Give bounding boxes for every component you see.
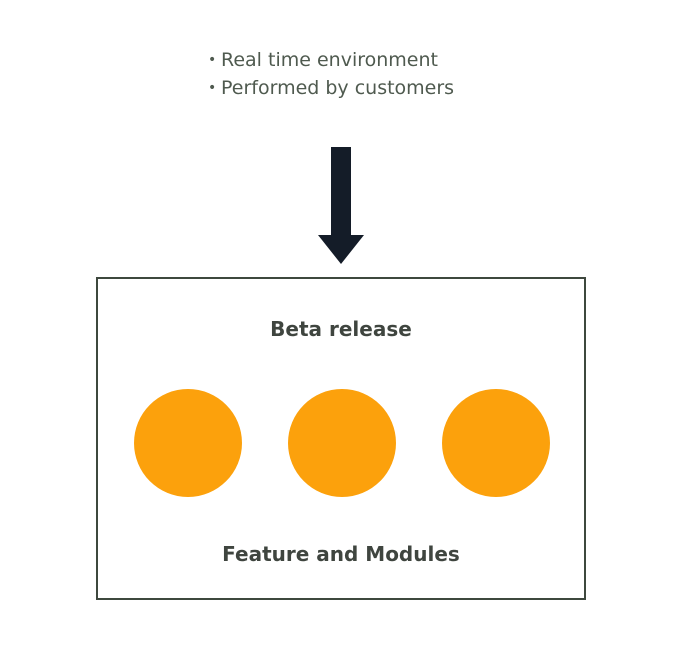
arrow-head [318, 235, 364, 264]
beta-release-panel: Beta release Feature and Modules [96, 277, 586, 600]
module-circle-2 [288, 389, 396, 497]
module-circle-3 [442, 389, 550, 497]
panel-title: Beta release [270, 317, 412, 341]
panel-caption: Feature and Modules [222, 542, 460, 566]
note-item: Real time environment [208, 46, 454, 74]
note-item: Performed by customers [208, 74, 454, 102]
notes-list: Real time environment Performed by custo… [208, 46, 454, 102]
module-circle-1 [134, 389, 242, 497]
arrow-shaft [331, 147, 351, 237]
